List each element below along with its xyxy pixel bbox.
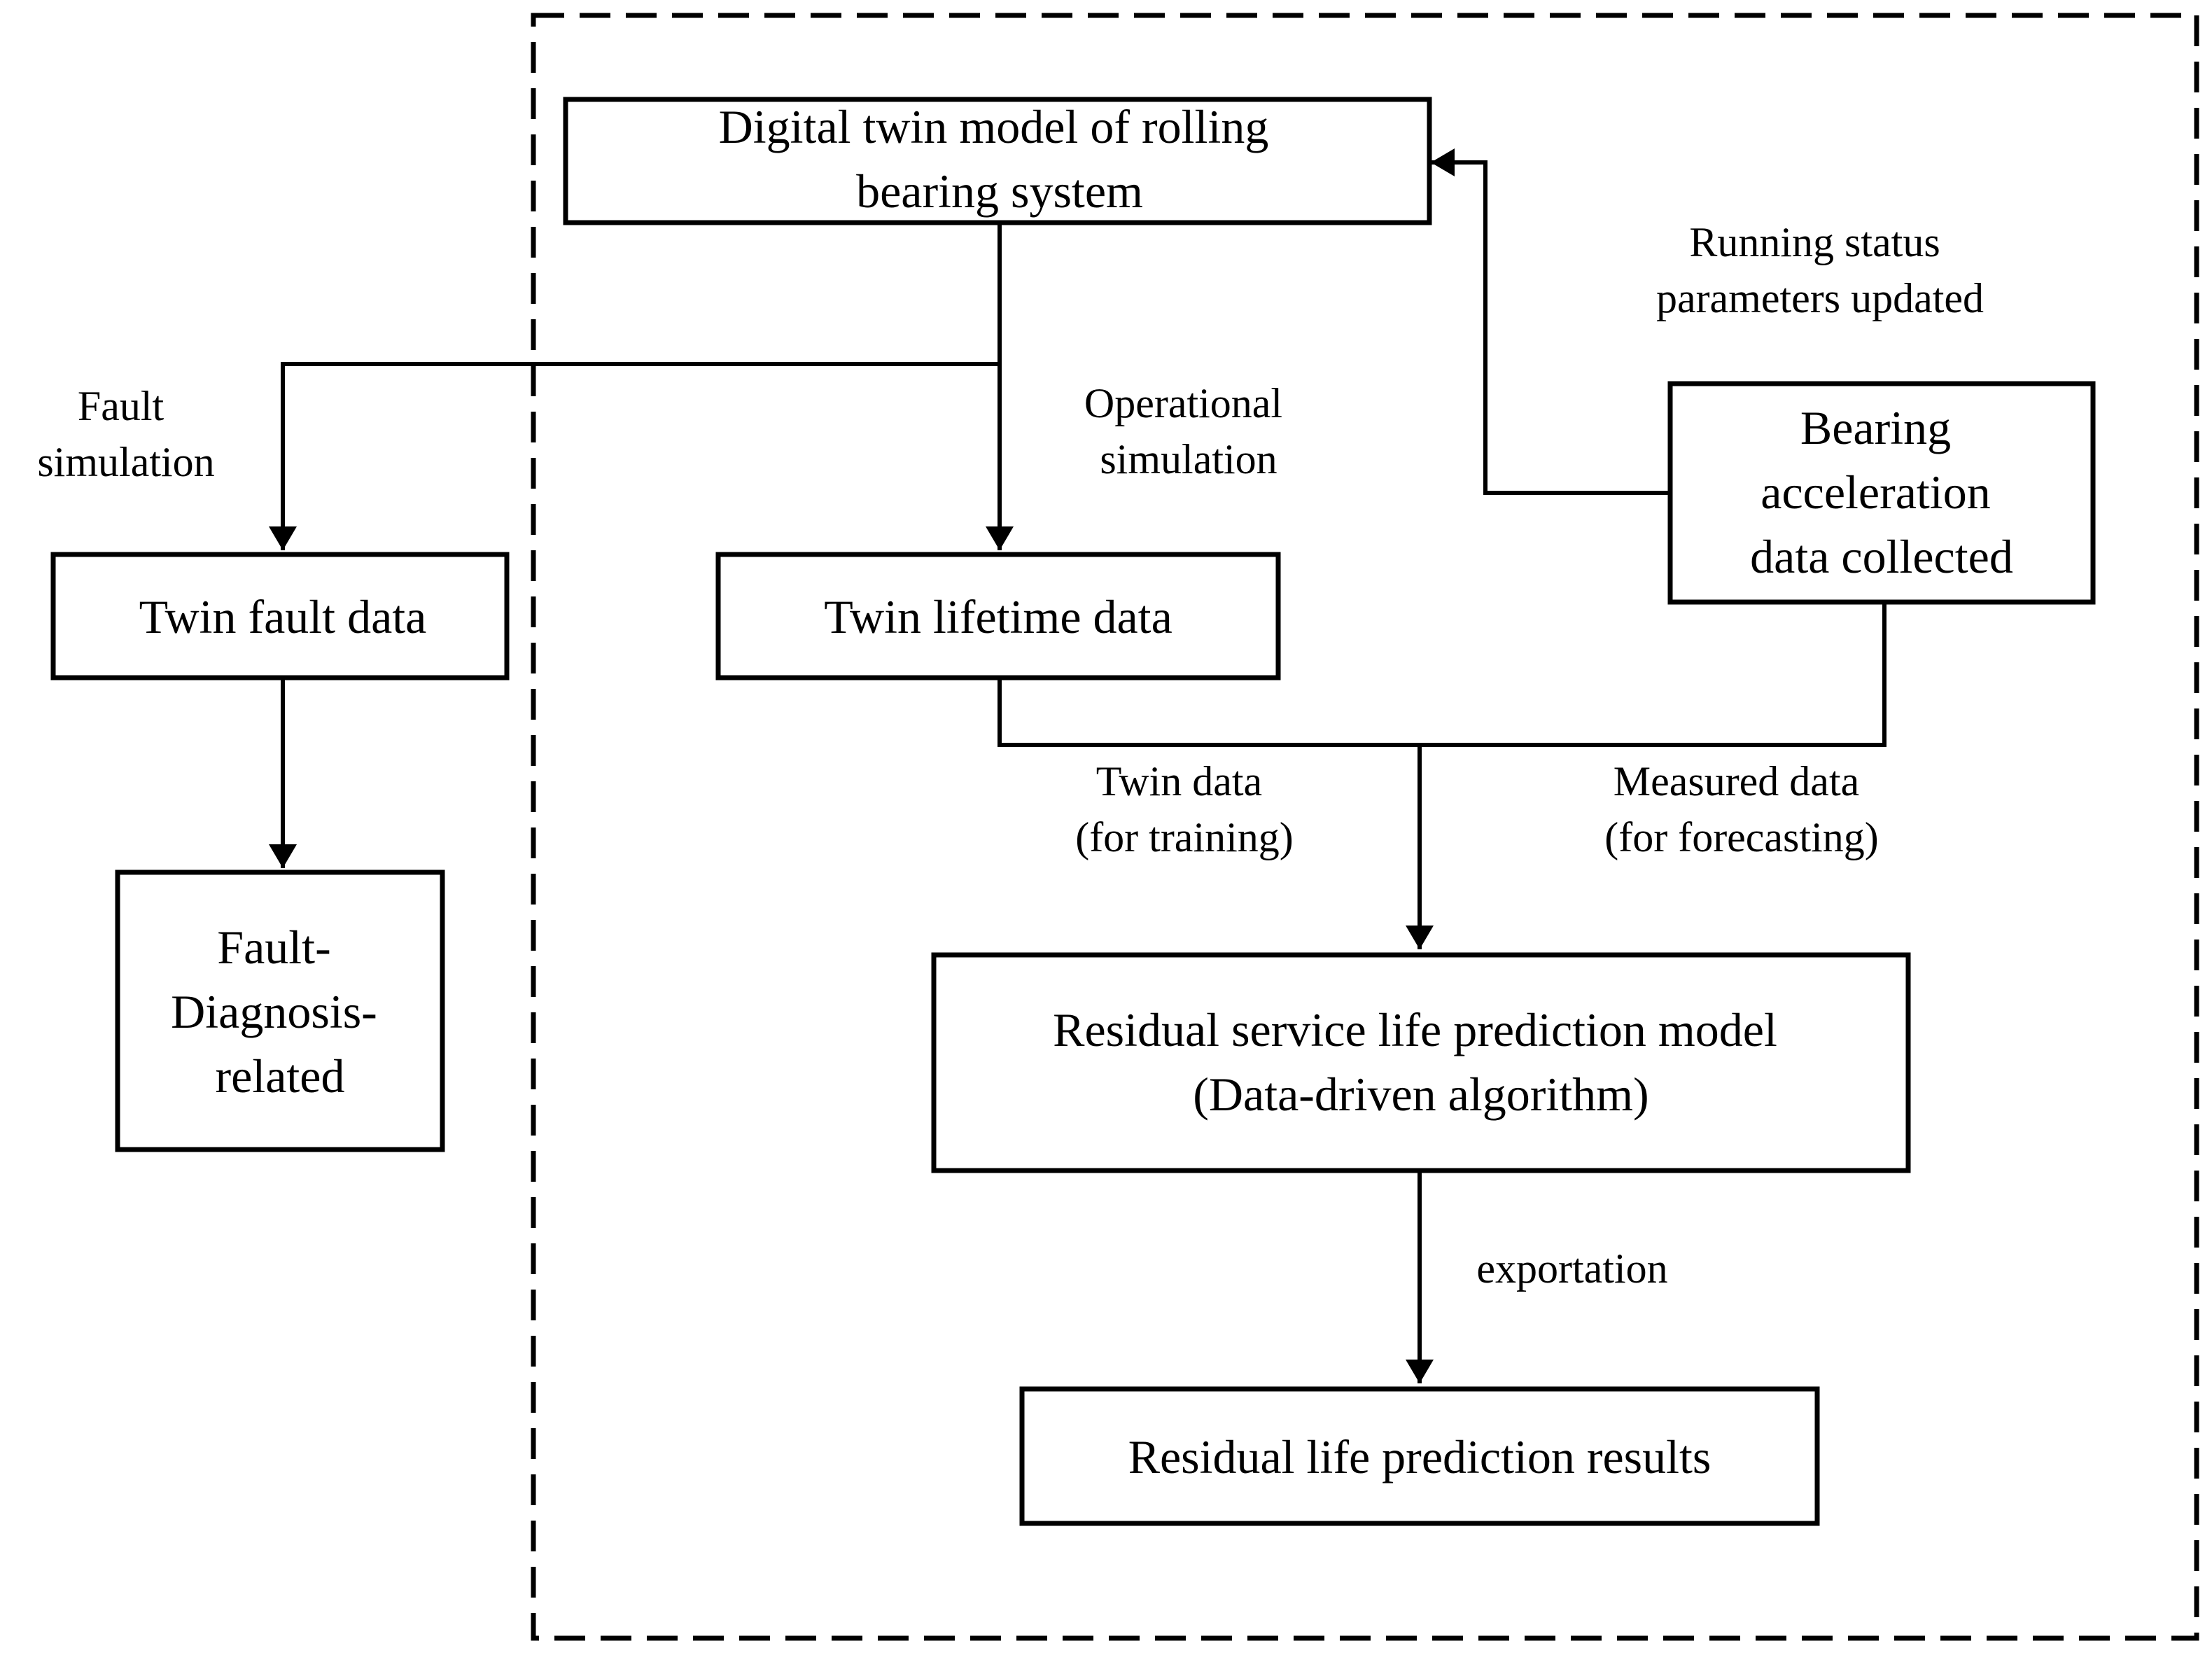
- node-text-line: (Data-driven algorithm): [1193, 1068, 1648, 1121]
- svg-text:Residual service life predicti: Residual service life prediction model (…: [1053, 1003, 1789, 1121]
- node-text-line: Diagnosis-: [171, 985, 377, 1038]
- node-digital-twin-model: Digital twin model of rolling bearing sy…: [563, 97, 1432, 225]
- node-text-line: bearing system: [856, 165, 1143, 218]
- node-text-line: Fault-: [217, 921, 330, 974]
- node-text-line: Digital twin model of rolling: [719, 100, 1269, 153]
- node-text-line: related: [216, 1049, 345, 1103]
- label-fault-simulation: Fault simulation: [37, 383, 214, 485]
- svg-text:Twin fault data: Twin fault data: [139, 590, 427, 643]
- node-twin-lifetime-data: Twin lifetime data: [715, 552, 1281, 680]
- label-twin-data: Twin data (for training): [1075, 758, 1294, 860]
- edge-running-status: [1431, 148, 1670, 495]
- edge-fault-simulation: [269, 362, 1000, 550]
- svg-text:Residual life prediction resul: Residual life prediction results: [1128, 1430, 1712, 1483]
- svg-text:Twin lifetime data: Twin lifetime data: [824, 590, 1172, 643]
- svg-text:Fault- Diagnosis-: Fault- Diagnosis- related: [171, 921, 389, 1103]
- node-text-line: Twin lifetime data: [824, 590, 1172, 643]
- edge-twin-data: [997, 678, 1420, 747]
- label-measured-data: Measured data (for forecasting): [1604, 758, 1878, 860]
- svg-text:Bearing acceleration: Bearing acceleration data collected: [1750, 401, 2013, 583]
- node-text-line: data collected: [1750, 530, 2013, 583]
- dashed-boundary: [531, 13, 2199, 1641]
- svg-text:Digital twin model of rolling: Digital twin model of rolling bearing sy…: [719, 100, 1281, 218]
- label-running-status: Running status parameters updated: [1656, 219, 1984, 321]
- node-text-line: acceleration: [1760, 466, 1990, 519]
- node-text-line: Bearing: [1800, 401, 1951, 454]
- label-exportation: exportation: [1476, 1245, 1667, 1292]
- node-fault-diagnosis: Fault- Diagnosis- related: [115, 870, 445, 1152]
- edge-measured-data: [1420, 602, 1886, 747]
- node-twin-fault-data: Twin fault data: [50, 552, 510, 680]
- connectors: [269, 148, 1886, 1383]
- node-text-line: Residual life prediction results: [1128, 1430, 1712, 1483]
- node-text-line: Twin fault data: [139, 590, 427, 643]
- node-text-line: Residual service life prediction model: [1053, 1003, 1777, 1056]
- label-operational-simulation: Operational simulation: [1084, 380, 1293, 482]
- node-rul-model: Residual service life prediction model (…: [931, 952, 1911, 1173]
- node-bearing-acceleration: Bearing acceleration data collected: [1667, 381, 2096, 605]
- node-rul-results: Residual life prediction results: [1019, 1386, 1820, 1526]
